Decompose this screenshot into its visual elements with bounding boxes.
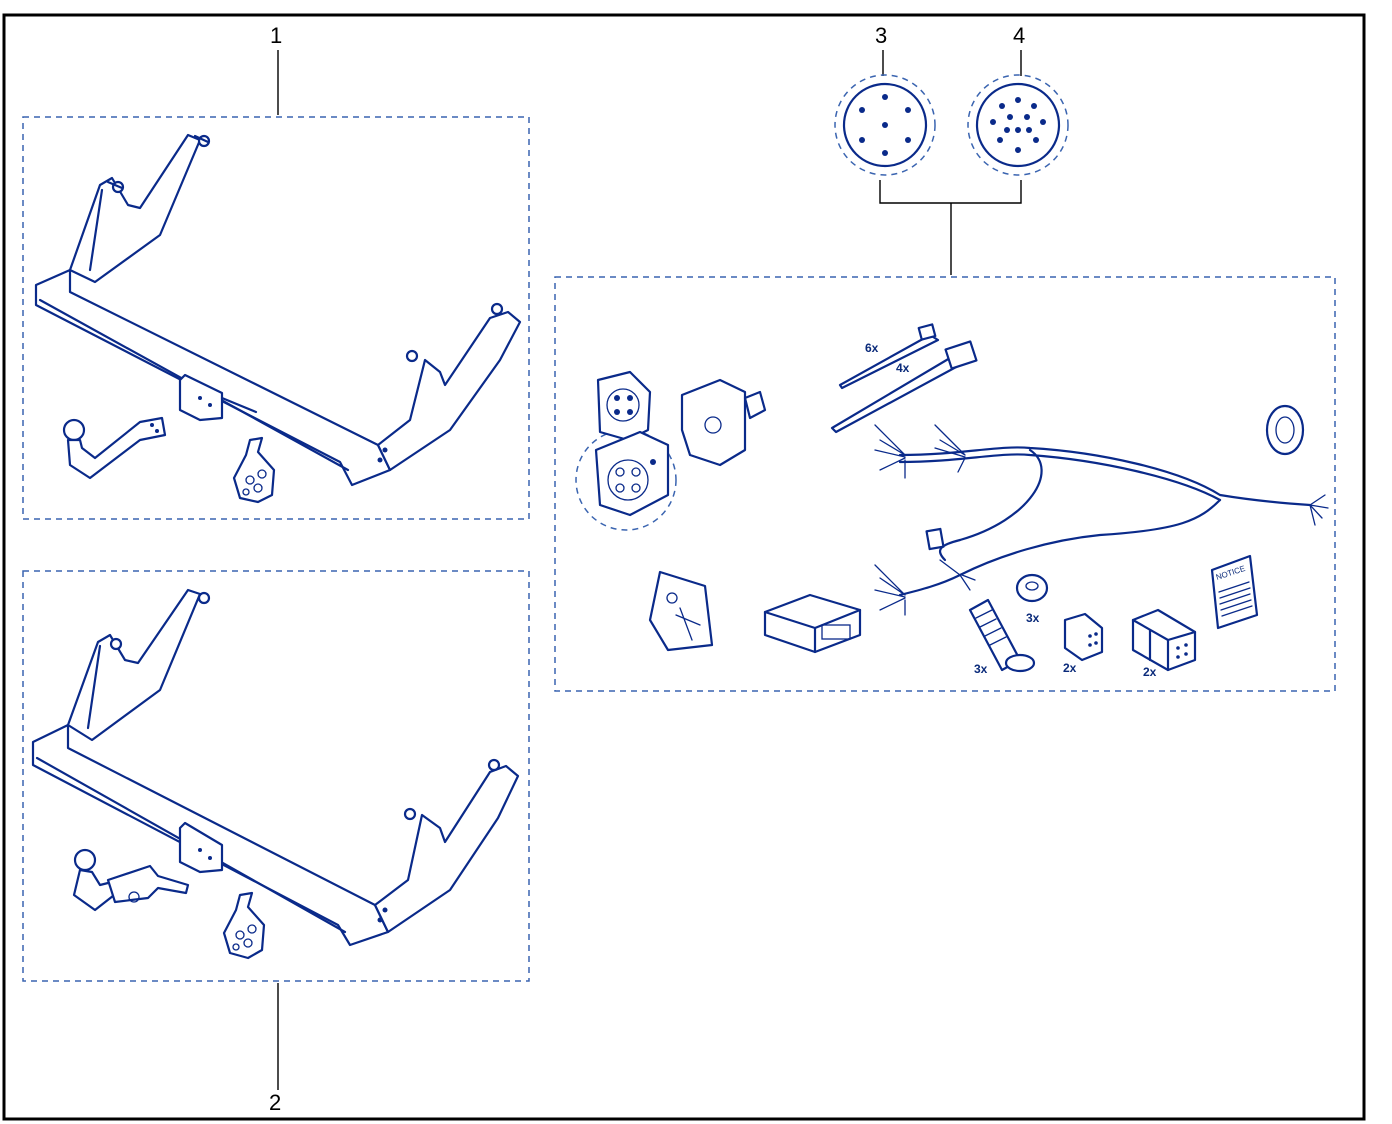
panel-2-frame <box>22 570 530 982</box>
towbar-crossmember-1 <box>34 133 522 487</box>
grommet <box>1265 404 1305 456</box>
callout-2-label: 2 <box>269 1090 281 1115</box>
cable-ties: 6x 4x <box>830 323 978 434</box>
ties-large-qty: 4x <box>896 361 910 375</box>
nuts: 3x <box>1015 573 1049 625</box>
fixings-pack <box>648 570 714 652</box>
panel-1-frame <box>22 116 530 520</box>
connector-large: 2x <box>1131 608 1197 679</box>
tow-ball-fixed <box>62 416 167 480</box>
panel-electrical-kit: 6x 4x <box>554 276 1336 692</box>
electronic-module <box>763 593 862 654</box>
hardware-bag-1 <box>232 436 276 504</box>
bolts: 3x <box>968 598 1036 676</box>
panel-electrical-frame <box>554 276 1336 692</box>
socket-7-pin-face <box>834 74 936 176</box>
nuts-qty: 3x <box>1026 611 1040 625</box>
callout-3-4-bracket <box>879 180 1022 204</box>
socket-13-pin-face <box>967 74 1069 176</box>
wiring-harness <box>874 424 1329 616</box>
connector-small-qty: 2x <box>1063 661 1077 675</box>
panel-detachable-towbar <box>22 570 530 982</box>
connector-large-qty: 2x <box>1143 665 1157 679</box>
diagram-border <box>2 13 1366 1121</box>
tow-ball-detachable <box>72 848 190 912</box>
instruction-manual: NOTICE <box>1210 554 1259 630</box>
hardware-bag-2 <box>222 891 266 960</box>
socket-mounting-plate <box>680 378 767 467</box>
towbar-crossmember-2 <box>31 588 520 947</box>
ties-small-qty: 6x <box>865 341 879 355</box>
callout-4-label: 4 <box>1013 23 1025 48</box>
trailer-socket <box>575 370 677 531</box>
panel-fixed-towbar <box>22 116 530 520</box>
connector-small: 2x <box>1063 612 1104 675</box>
callout-1-label: 1 <box>270 23 282 48</box>
bolts-qty: 3x <box>974 662 988 676</box>
callout-3-label: 3 <box>875 23 887 48</box>
